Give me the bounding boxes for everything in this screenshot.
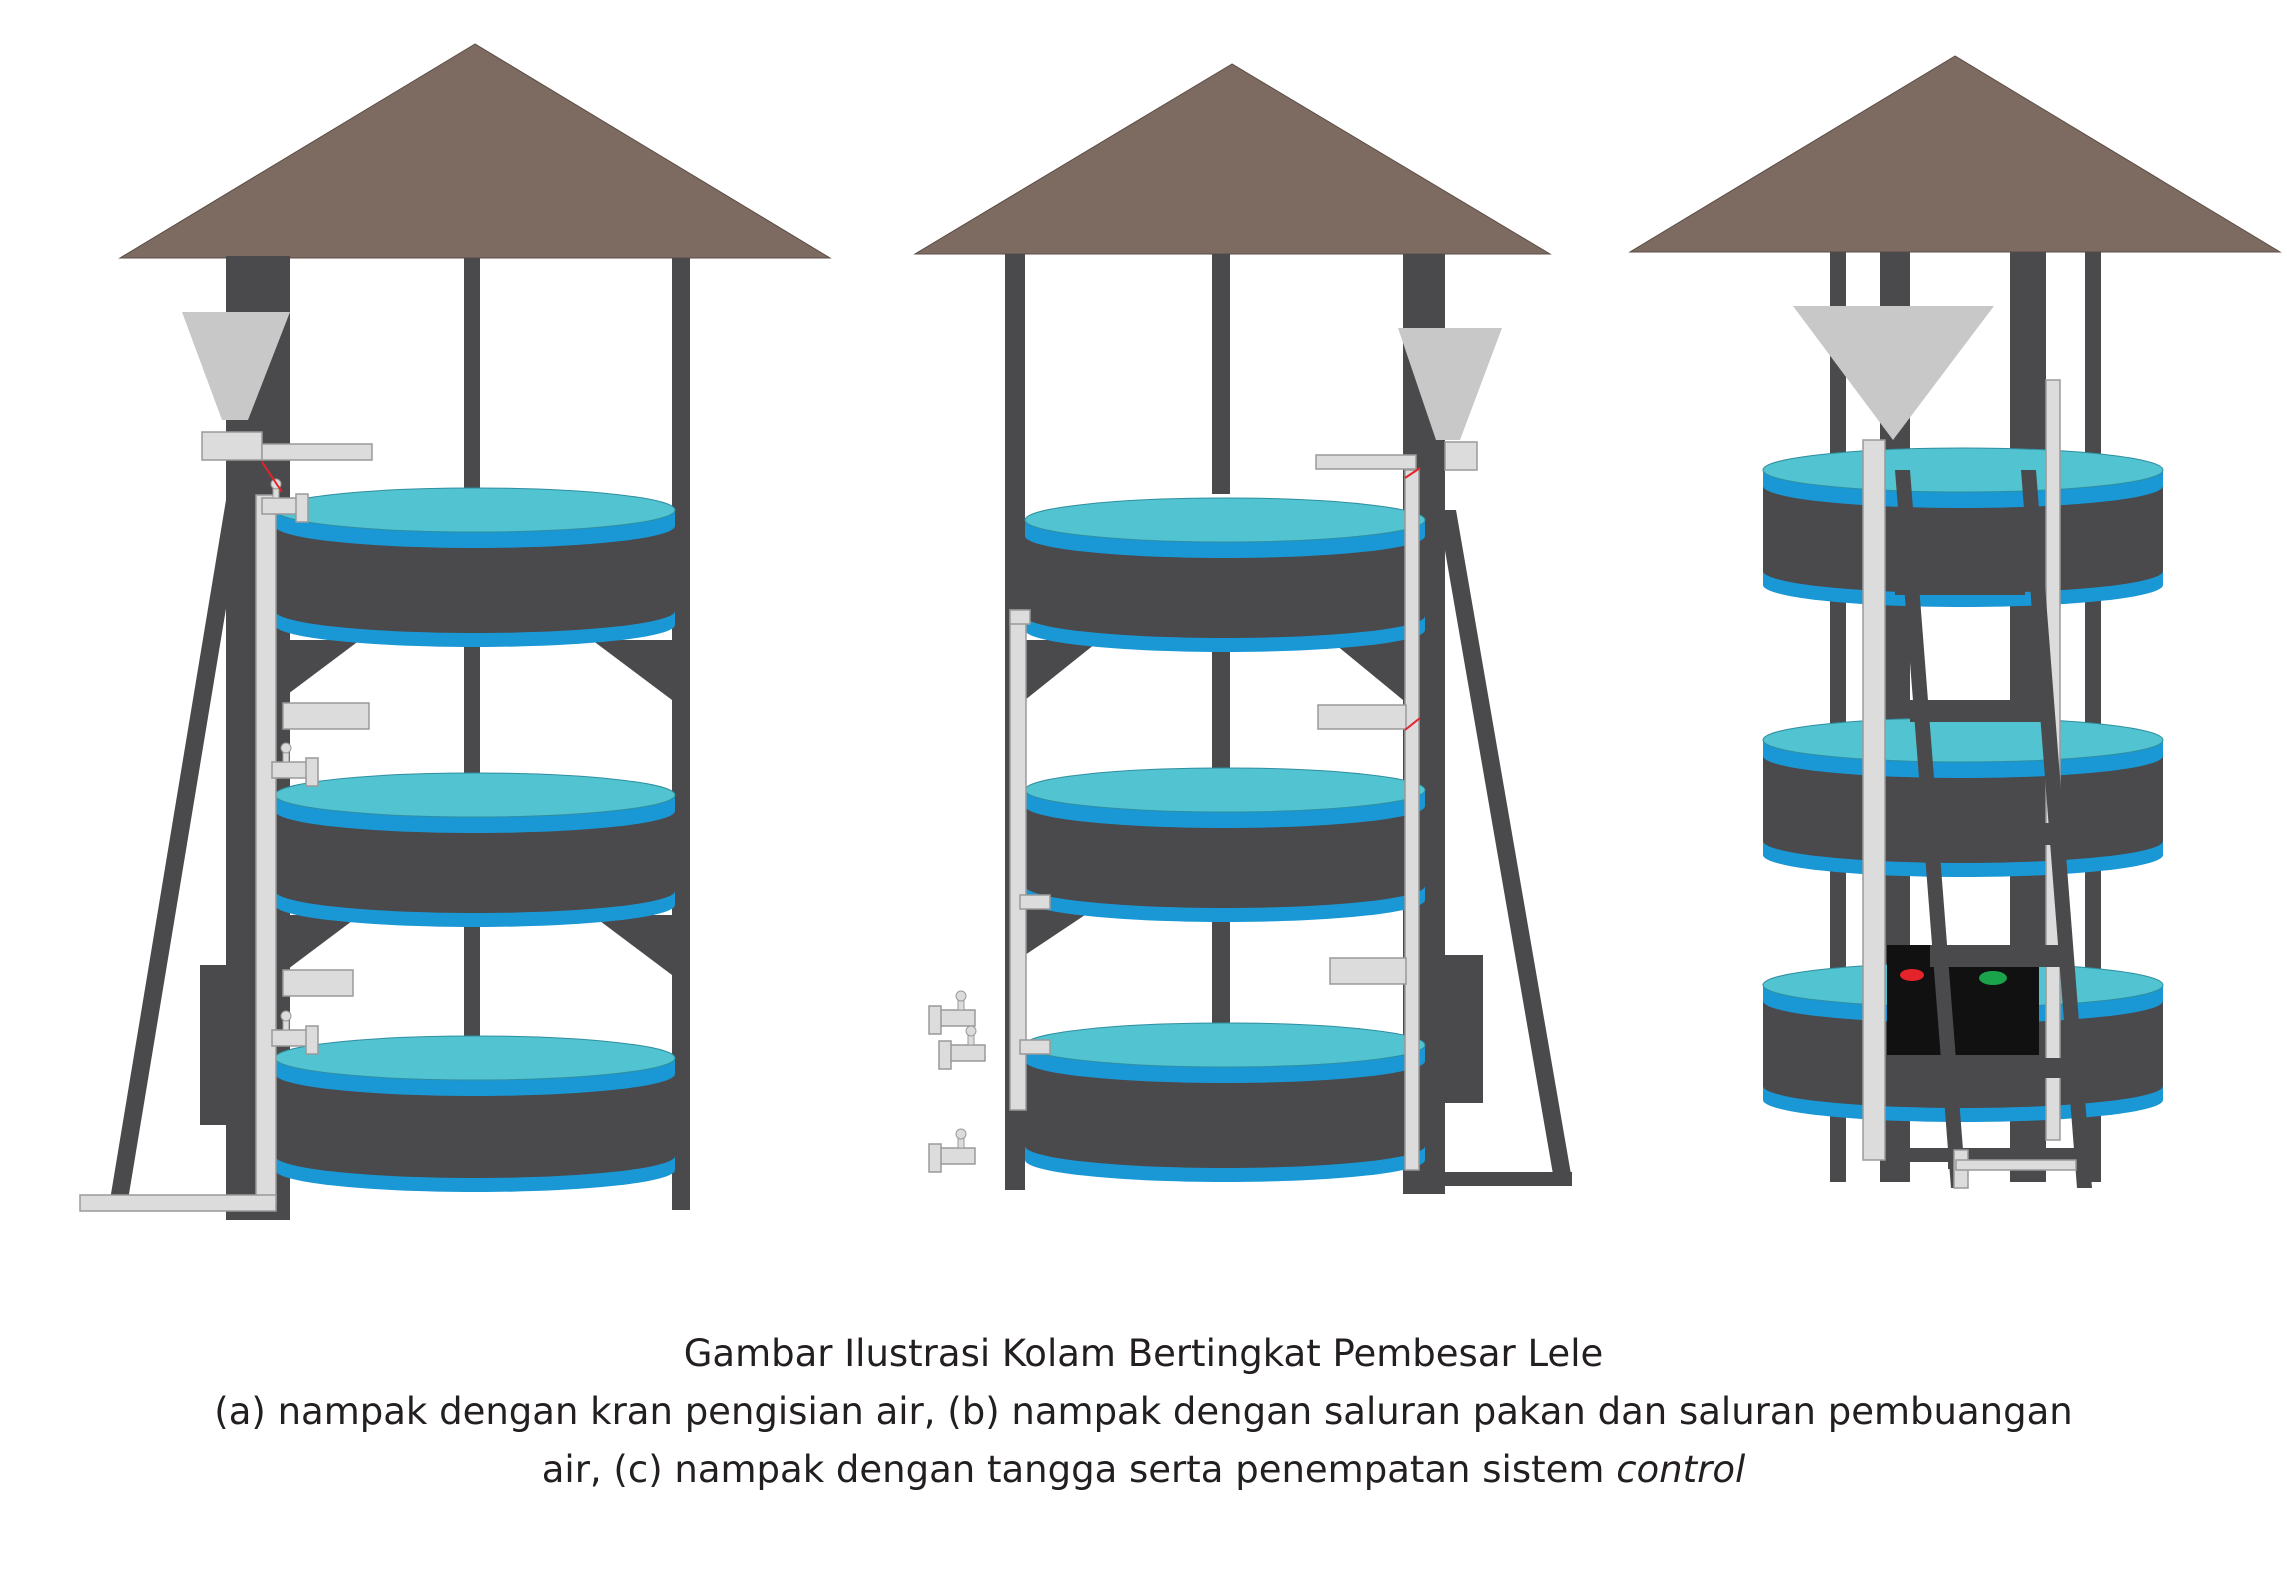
roof-b [913,63,1552,255]
roof-a [118,43,832,259]
drain-pipe-icon [1019,1039,1051,1055]
drain-pipe-icon [1009,609,1031,625]
pipe-stub [282,969,354,997]
tap-icon [271,742,319,787]
tap-icon [261,478,309,523]
feed-funnel-icon [1398,328,1502,440]
water-pipe-icon [255,494,277,1206]
caption-title: Gambar Ilustrasi Kolam Bertingkat Pembes… [683,1332,1604,1375]
tank-tier [274,772,676,927]
tap-icon [938,1025,986,1070]
feed-pipe-icon [1404,469,1420,1171]
feed-funnel-icon [1793,306,1994,440]
bracket [280,915,360,975]
pipe-stub [282,702,370,730]
led-green [1979,971,2007,985]
feed-funnel-icon [182,312,290,420]
post [464,640,480,790]
red-wire [1404,467,1421,479]
control-box-icon [200,965,260,1125]
post [1212,650,1230,770]
pipe-stub [261,443,373,461]
tap-icon [928,990,976,1035]
water-pipe-icon [79,1194,277,1212]
drain-pipe-icon [1009,609,1027,1111]
control-box-icon [1445,955,1483,1103]
drain-pipe-icon [1019,894,1051,910]
view-b-feed-and-drain [913,63,1572,1194]
tank-tier [1762,717,2164,877]
bracket [280,640,360,700]
pipe-stub [1329,957,1407,985]
red-wire [261,461,283,493]
tank-tier [1024,1022,1426,1182]
caption-line-b: air, (c) nampak dengan tangga serta pene… [0,1441,2287,1499]
diagonal-leg [1438,510,1572,1180]
roof-c [1628,55,2282,253]
bracket [1025,905,1100,955]
post [464,905,480,1045]
tank-tier [1024,767,1426,922]
caption-line-b-italic: control [1616,1448,1746,1491]
red-wire [1404,717,1421,731]
post [1212,920,1230,1030]
tap-icon [271,1010,319,1055]
pipe-stub [1317,704,1407,730]
figure-caption: Gambar Ilustrasi Kolam Bertingkat Pembes… [0,1325,2287,1499]
post [672,258,690,1210]
view-c-ladder-control [1628,55,2282,1189]
caption-line-b-text: air, (c) nampak dengan tangga serta pene… [541,1448,1617,1491]
bracket [592,915,672,975]
tank-tier [274,1035,676,1192]
ladder-icon [1890,470,2096,1189]
led-red [1900,969,1924,981]
bracket [1025,640,1100,700]
bracket [1330,640,1403,700]
base-rail [1440,1172,1572,1186]
post [464,258,480,490]
pipe-stub [1444,441,1478,471]
caption-line-a: (a) nampak dengan kran pengisian air, (b… [214,1390,2073,1433]
pipe-stub [1315,454,1417,470]
tank-tier [274,487,676,647]
tank-tier [1024,497,1426,652]
bracket [592,640,672,700]
view-a-filling-taps [79,43,832,1220]
pipe-stub [201,431,263,461]
tap-icon [928,1128,976,1173]
post [1212,254,1230,494]
diagonal-leg [110,500,244,1200]
feed-pipe-icon [1862,439,1886,1161]
